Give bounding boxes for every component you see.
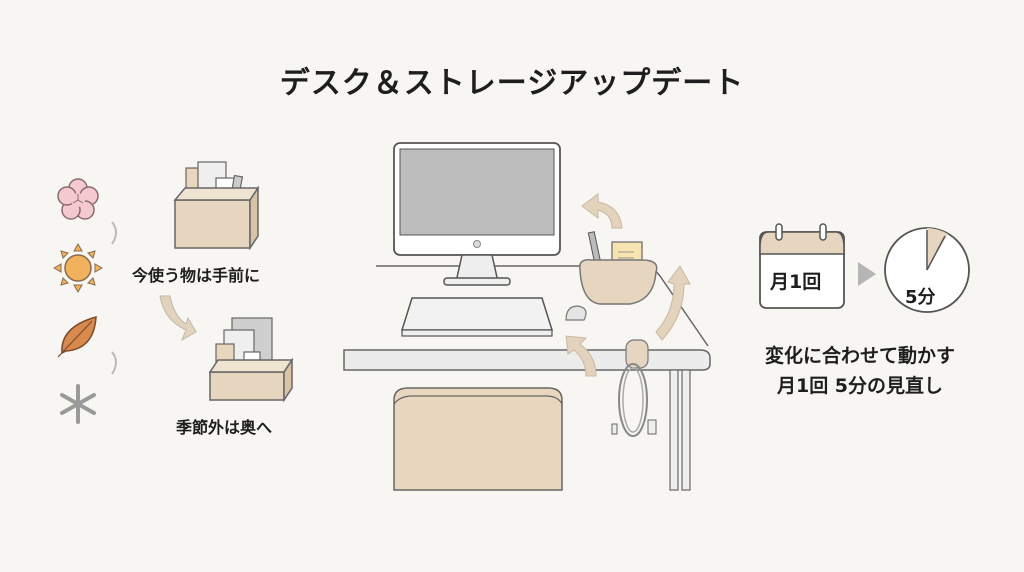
snowflake-icon bbox=[60, 384, 96, 424]
sun-icon bbox=[52, 242, 104, 294]
cable-hook bbox=[611, 339, 657, 437]
seasonal-items-label: 季節外は奥へ bbox=[176, 418, 273, 437]
calendar-icon bbox=[759, 223, 845, 309]
keyboard bbox=[400, 297, 554, 331]
arrow-right-icon bbox=[858, 262, 876, 286]
desk-top bbox=[343, 349, 711, 371]
cherry-blossom-icon bbox=[57, 178, 99, 220]
calendar-label: 月1回 bbox=[770, 271, 822, 293]
move-back-arrow bbox=[159, 295, 197, 342]
season-connector bbox=[111, 351, 117, 375]
mouse bbox=[565, 305, 587, 321]
season-connector bbox=[111, 221, 117, 245]
caption-line-1: 変化に合わせて動かす bbox=[764, 345, 955, 367]
front-items-label: 今使う物は手前に bbox=[132, 266, 261, 285]
caption-line-2: 月1回 5分の見直し bbox=[776, 375, 944, 397]
clock-label: 5分 bbox=[905, 287, 936, 308]
desk-leg bbox=[669, 369, 679, 491]
chair bbox=[393, 387, 563, 491]
back-storage-box bbox=[208, 317, 294, 403]
page-title: デスク＆ストレージアップデート bbox=[279, 66, 745, 101]
clock-icon bbox=[884, 227, 970, 313]
pen-holder bbox=[579, 231, 658, 305]
front-storage-box bbox=[173, 161, 260, 251]
desk-scene bbox=[343, 142, 711, 491]
rotation-arrows bbox=[565, 193, 691, 377]
leaf-icon bbox=[57, 315, 97, 358]
